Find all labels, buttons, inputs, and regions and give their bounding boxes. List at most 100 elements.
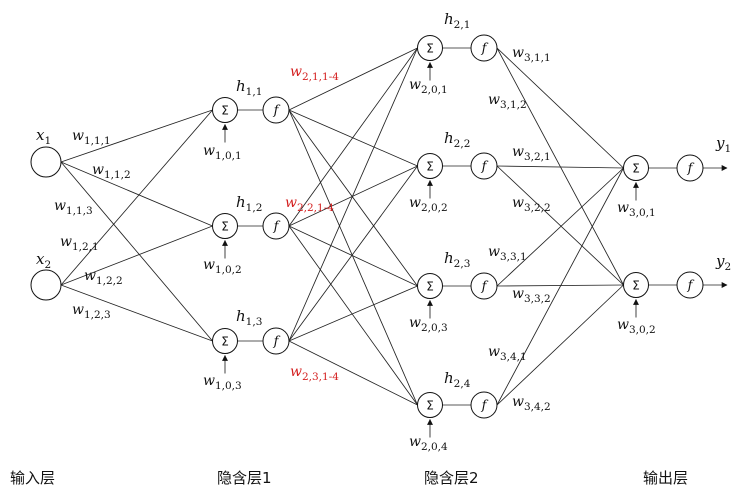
activation-node-h1-2	[262, 212, 290, 240]
label-bias-h1-1: w1,0,1	[203, 143, 242, 162]
edge-h1-1-h2-3	[288, 109, 418, 287]
sum-node-h2-3	[417, 273, 443, 299]
sum-node-h2-2	[417, 153, 443, 179]
edge-h1-3-h2-3	[288, 285, 418, 342]
activation-node-h2-3	[470, 272, 498, 300]
label-bias-out-1: w3,0,1	[617, 200, 656, 219]
label-h2-3: h2,3	[444, 249, 470, 270]
label-bias-h2-3: w2,0,3	[409, 315, 448, 334]
label-bias-h1-2: w1,0,2	[203, 257, 242, 276]
label-h1-2: h1,2	[236, 193, 262, 214]
label-h2-4: h2,4	[444, 369, 471, 390]
activation-node-h1-3	[262, 327, 290, 355]
activation-node-h2-1	[470, 34, 498, 62]
label-weight-3-4-2: w3,4,2	[512, 394, 551, 413]
label-weight-2-1-1-4: w2,1,1-4	[290, 64, 339, 83]
label-bias-h2-4: w2,0,4	[409, 434, 448, 453]
sum-node-h2-2-symbol: Σ	[426, 160, 434, 174]
label-weight-3-3-2: w3,3,2	[512, 286, 551, 305]
activation-node-h2-2-symbol: f	[481, 160, 489, 175]
sum-node-h1-2	[212, 213, 238, 239]
edge-x1-h1-3	[60, 161, 213, 342]
label-weight-3-1-2: w3,1,2	[488, 92, 527, 111]
sum-node-h1-3-symbol: Σ	[221, 335, 229, 349]
activation-node-h2-1-symbol: f	[481, 42, 489, 57]
edge-x2-h1-1	[60, 109, 213, 286]
sum-node-out-1-symbol: Σ	[632, 162, 640, 176]
label-weight-3-2-2: w3,2,2	[512, 195, 551, 214]
edge-x1-h1-1	[60, 109, 213, 163]
sum-node-h2-1-symbol: Σ	[426, 42, 434, 56]
edge-h1-3-h2-4	[288, 340, 418, 406]
label-weight-1-2-3: w1,2,3	[72, 302, 111, 321]
label-weight-1-1-2: w1,1,2	[92, 162, 131, 181]
label-h1-3: h1,3	[236, 307, 262, 328]
edge-h2-4-out-2	[496, 284, 624, 406]
sum-node-out-2-symbol: Σ	[632, 279, 640, 293]
activation-node-out-1-symbol: f	[687, 162, 695, 177]
edge-x2-h1-3	[60, 284, 213, 342]
edge-h2-3-out-1	[496, 167, 624, 287]
weight-labels: x1 x2 y1 y2 h1,1 w1,0,1 h1,2 w1,0,2 h1,3 w1,0,3 h2…	[10, 10, 731, 487]
sum-node-h2-4	[417, 392, 443, 418]
edge-h2-2-out-2	[496, 165, 624, 286]
sum-node-h1-1-symbol: Σ	[221, 104, 229, 118]
layer-title-input: 输入层	[10, 469, 55, 487]
activation-node-h1-1	[262, 96, 290, 124]
activation-node-h1-3-symbol: f	[273, 335, 281, 350]
edge-x2-h1-2	[60, 225, 213, 286]
layer-title-hidden1: 隐含层1	[217, 469, 272, 487]
sum-node-h1-1	[212, 97, 238, 123]
edge-x1-h1-2	[60, 161, 213, 227]
edge-h2-3-out-2	[496, 284, 624, 287]
edge-h1-2-h2-3	[288, 225, 418, 287]
label-weight-1-1-1: w1,1,1	[72, 128, 111, 147]
edge-h2-2-out-1	[496, 165, 624, 169]
edge-h1-1-h2-4	[288, 109, 418, 406]
label-weight-3-4-1: w3,4,1	[488, 344, 527, 363]
label-weight-1-2-2: w1,2,2	[84, 268, 123, 287]
input-node-x2	[30, 269, 62, 301]
layer-title-hidden2: 隐含层2	[424, 469, 479, 487]
edge-h1-1-h2-1	[288, 47, 418, 111]
edge-h1-3-h2-1	[288, 47, 418, 342]
input-node-x1	[30, 146, 62, 178]
label-x1: x1	[36, 126, 51, 147]
edge-h1-2-h2-2	[288, 165, 418, 227]
label-weight-3-2-1: w3,2,1	[512, 144, 551, 163]
label-h2-1: h2,1	[444, 10, 470, 31]
label-bias-h1-3: w1,0,3	[203, 373, 242, 392]
label-y2: y2	[715, 252, 731, 273]
label-weight-1-2-1: w1,2,1	[60, 234, 99, 253]
label-weight-2-3-1-4: w2,3,1-4	[290, 364, 339, 383]
label-weight-3-1-1: w3,1,1	[512, 45, 551, 64]
activation-node-h2-2	[470, 152, 498, 180]
sum-node-h1-2-symbol: Σ	[221, 220, 229, 234]
label-bias-h2-2: w2,0,2	[409, 195, 448, 214]
sum-node-h2-1	[417, 35, 443, 61]
sum-node-h2-3-symbol: Σ	[426, 280, 434, 294]
sum-node-out-1	[623, 155, 649, 181]
label-x2: x2	[36, 250, 51, 271]
edge-h2-1-out-2	[496, 47, 624, 286]
label-weight-1-1-3: w1,1,3	[54, 198, 93, 217]
label-h2-2: h2,2	[444, 129, 470, 150]
activation-node-out-2-symbol: f	[687, 279, 695, 294]
label-y1: y1	[715, 134, 731, 155]
edge-h1-3-h2-2	[288, 165, 418, 342]
activation-node-h2-4-symbol: f	[481, 399, 489, 414]
edge-h1-1-h2-2	[288, 109, 418, 167]
activation-node-out-2	[676, 271, 704, 299]
activation-node-h2-4	[470, 391, 498, 419]
edge-h1-2-h2-4	[288, 225, 418, 406]
activation-node-h2-3-symbol: f	[481, 280, 489, 295]
label-weight-2-2-1-4: w2,2,1-4	[285, 195, 334, 214]
sum-node-h2-4-symbol: Σ	[426, 399, 434, 413]
connection-edges	[60, 47, 728, 438]
label-h1-1: h1,1	[236, 77, 262, 98]
label-bias-out-2: w3,0,2	[617, 317, 656, 336]
label-weight-3-3-1: w3,3,1	[488, 244, 527, 263]
activation-node-out-1	[676, 154, 704, 182]
